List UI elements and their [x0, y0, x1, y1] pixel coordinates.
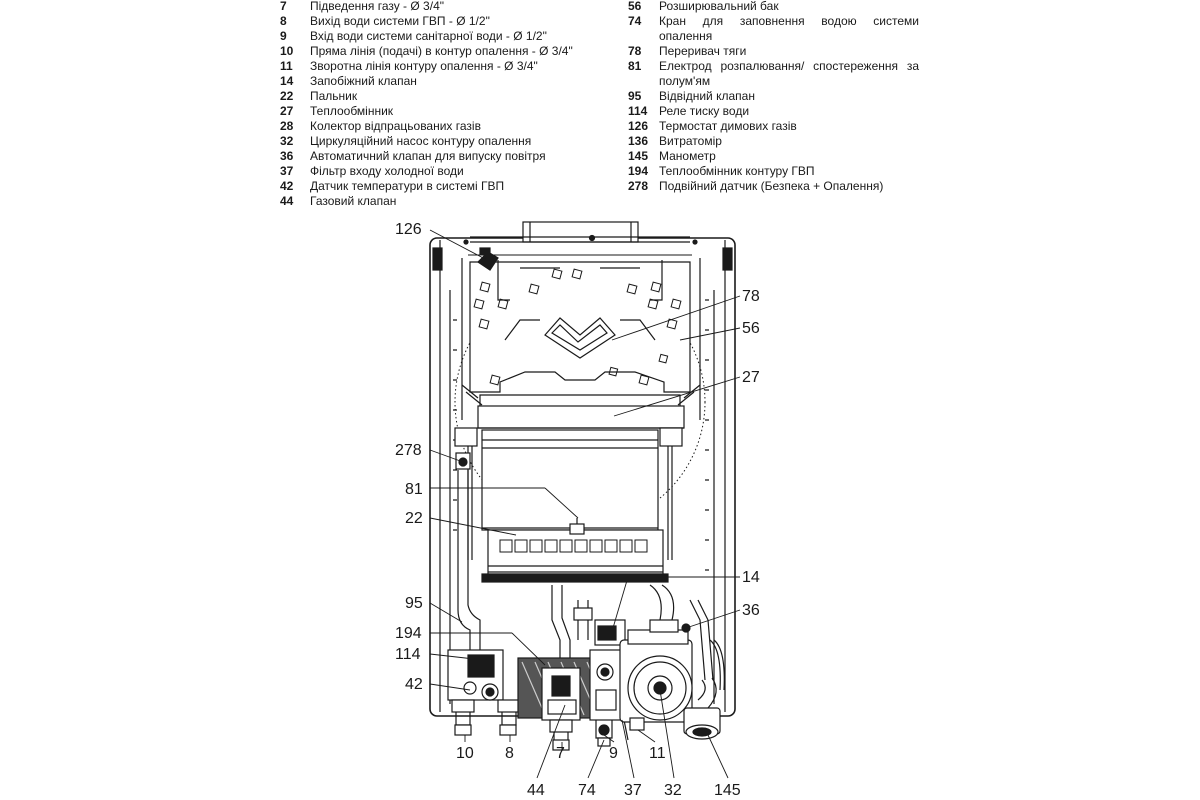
legend-text: Переривач тяги [659, 44, 747, 58]
legend-number: 36 [280, 149, 294, 163]
legend-number: 7 [280, 0, 287, 13]
legend-text: Підведення газу - Ø 3/4" [310, 0, 444, 13]
legend-number: 78 [628, 44, 642, 58]
callout-78: 78 [742, 288, 760, 305]
legend-text: Газовий клапан [310, 194, 397, 208]
legend-text: Вихід води системи ГВП - Ø 1/2" [310, 14, 490, 28]
legend-number: 145 [628, 149, 649, 163]
legend-text: Циркуляційний насос контуру опалення [310, 134, 532, 148]
callout-278: 278 [395, 442, 422, 459]
legend-number: 32 [280, 134, 294, 148]
legend-number: 11 [280, 59, 293, 73]
legend-number: 8 [280, 14, 287, 28]
callout-9: 9 [609, 745, 618, 762]
callout-11: 11 [649, 745, 666, 762]
legend-text: Теплообмінник контуру ГВП [659, 164, 815, 178]
draught-diverter [461, 247, 701, 411]
legend-number: 14 [280, 74, 294, 88]
legend-number: 27 [280, 104, 294, 118]
callout-145: 145 [714, 782, 741, 799]
legend-text: Реле тиску води [659, 104, 750, 118]
legend-number: 126 [628, 119, 649, 133]
callout-44: 44 [527, 782, 545, 799]
callout-10: 10 [456, 745, 474, 762]
legend-number: 136 [628, 134, 649, 148]
callout-95: 95 [405, 595, 423, 612]
legend-text: Вхід води системи санітарної води - Ø 1/… [310, 29, 547, 43]
legend-text: Теплообмінник [310, 104, 394, 118]
legend-number: 81 [628, 59, 642, 73]
callout-36: 36 [742, 602, 760, 619]
legend-text: Запобіжний клапан [310, 74, 417, 88]
callout-7: 7 [556, 745, 565, 762]
callout-74: 74 [578, 782, 596, 799]
legend-text: Відвідний клапан [659, 89, 755, 103]
legend-text: Зворотна лінія контуру опалення - Ø 3/4" [310, 59, 538, 73]
callout-labels: 126 78 56 27 278 81 22 14 95 36 194 114 … [395, 221, 760, 799]
legend-number: 56 [628, 0, 642, 13]
callout-194: 194 [395, 625, 422, 642]
legend-number: 37 [280, 164, 294, 178]
legend-number: 42 [280, 179, 294, 193]
legend-number: 44 [280, 194, 294, 208]
legend-text: Електрод розпалювання/ спостереження за … [659, 59, 919, 88]
legend-text: Колектор відпрацьованих газів [310, 119, 481, 133]
legend-text: Автоматичний клапан для випуску повітря [310, 149, 546, 163]
callout-27: 27 [742, 369, 760, 386]
manometer [683, 677, 721, 740]
leader-lines [429, 229, 741, 779]
legend-text: Фільтр входу холодної води [310, 164, 464, 178]
legend-number: 74 [628, 14, 642, 28]
callout-81: 81 [405, 481, 423, 498]
legend-number: 28 [280, 119, 294, 133]
burner [481, 518, 669, 583]
callout-42: 42 [405, 676, 423, 693]
callout-8: 8 [505, 745, 514, 762]
bottom-connections [454, 717, 645, 751]
heat-exchanger [454, 405, 685, 560]
legend-number: 22 [280, 89, 294, 103]
legend-number: 95 [628, 89, 642, 103]
legend-number: 278 [628, 179, 649, 193]
callout-32: 32 [664, 782, 682, 799]
legend-text: Пряма лінія (подачі) в контур опалення -… [310, 44, 573, 58]
hydraulic-block [447, 649, 521, 726]
circulation-pump [619, 619, 693, 723]
legend-text: Датчик температури в системі ГВП [310, 179, 505, 193]
callout-37: 37 [624, 782, 642, 799]
legend-text: Манометр [659, 149, 716, 163]
legend-number: 194 [628, 164, 649, 178]
callout-14: 14 [742, 569, 760, 586]
legend-text: Кран для заповнення водою системи опален… [659, 14, 919, 43]
legend-text: Термостат димових газів [659, 119, 797, 133]
callout-56: 56 [742, 320, 760, 337]
callout-22: 22 [405, 510, 423, 527]
legend-number: 9 [280, 29, 287, 43]
legend-text: Розширювальний бак [659, 0, 779, 13]
legend-text: Витратомір [659, 134, 722, 148]
callout-114: 114 [395, 646, 421, 663]
legend-number: 114 [628, 104, 648, 118]
dual-sensor [455, 452, 471, 470]
legend-number: 10 [280, 44, 294, 58]
legend-text: Пальник [310, 89, 358, 103]
gas-valve [541, 667, 581, 743]
callout-126: 126 [395, 221, 422, 238]
legend-text: Подвійний датчик (Безпека + Опалення) [659, 179, 884, 193]
